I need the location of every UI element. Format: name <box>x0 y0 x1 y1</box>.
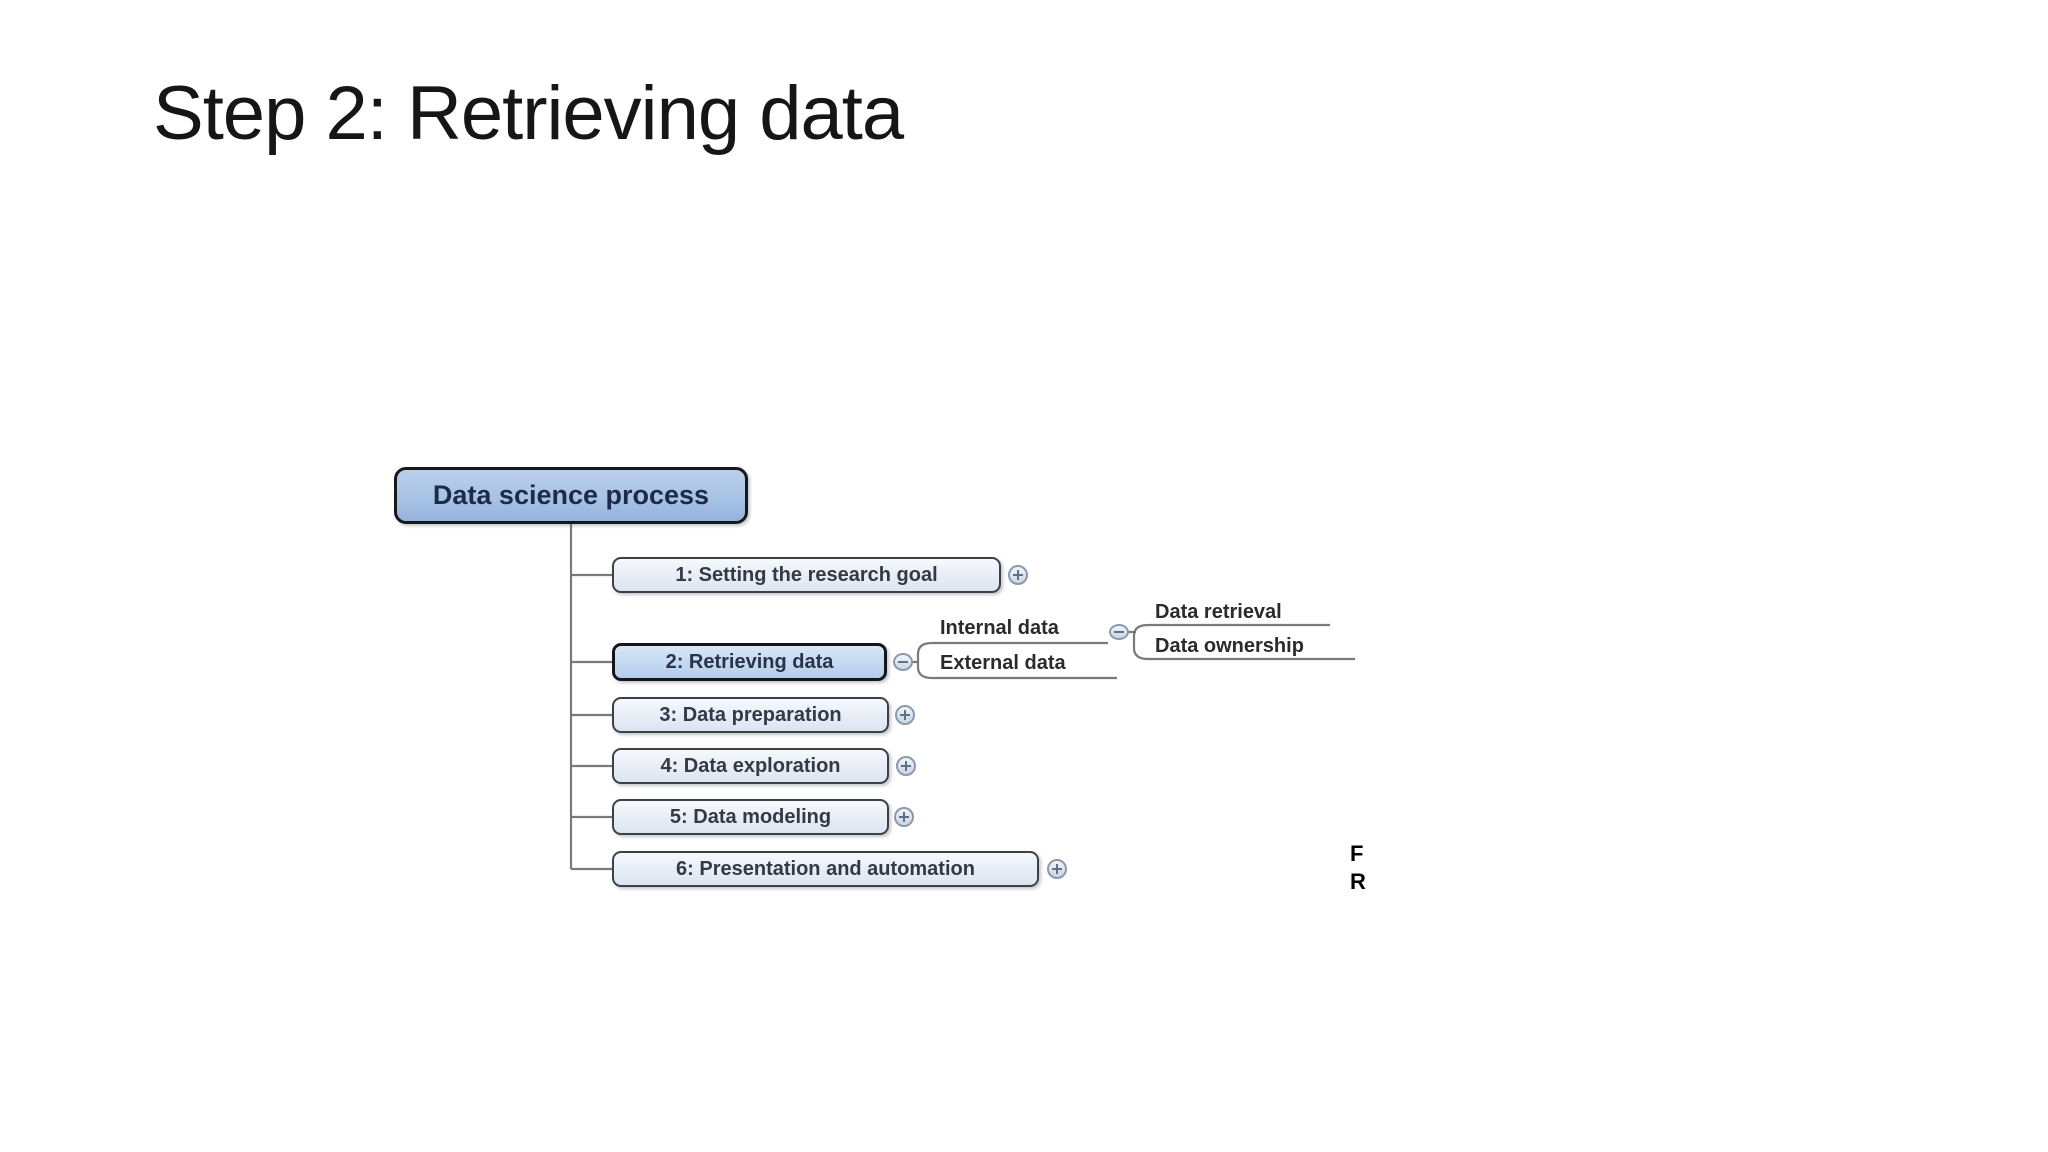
node-step-5-data-modeling: 5: Data modeling <box>612 799 889 835</box>
node-label: 1: Setting the research goal <box>675 563 938 586</box>
plus-circle-icon[interactable] <box>895 705 915 725</box>
plus-circle-icon[interactable] <box>1008 565 1028 585</box>
node-data-retrieval: Data retrieval <box>1155 601 1282 623</box>
node-external-data: External data <box>940 652 1066 674</box>
plus-circle-icon[interactable] <box>896 756 916 776</box>
minus-circle-icon[interactable] <box>1109 624 1129 640</box>
node-label: 5: Data modeling <box>669 805 832 828</box>
node-step-3-data-preparation: 3: Data preparation <box>612 697 889 733</box>
plus-circle-icon[interactable] <box>894 807 914 827</box>
node-step-2-retrieving-data: 2: Retrieving data <box>612 643 887 681</box>
node-step-4-data-exploration: 4: Data exploration <box>612 748 889 784</box>
node-label: Data science process <box>432 480 710 510</box>
node-step-1-setting-the-research-goal: 1: Setting the research goal <box>612 557 1001 593</box>
node-label: 2: Retrieving data <box>665 650 834 673</box>
node-internal-data: Internal data <box>940 617 1059 639</box>
node-step-6-presentation-and-automation: 6: Presentation and automation <box>612 851 1039 887</box>
node-label: 6: Presentation and automation <box>676 857 975 880</box>
branch-lines <box>571 573 613 871</box>
cropped-caption-letter-r: R <box>1350 869 1366 894</box>
node-data-science-process: Data science process <box>394 467 748 524</box>
plus-circle-icon[interactable] <box>1047 859 1067 879</box>
slide-title: Step 2: Retrieving data <box>153 71 904 156</box>
cropped-caption-letter-f: F <box>1350 841 1364 866</box>
node-label: 4: Data exploration <box>660 754 841 777</box>
node-data-ownership: Data ownership <box>1155 635 1304 657</box>
node-label: 3: Data preparation <box>659 703 842 726</box>
minus-circle-icon[interactable] <box>893 653 913 671</box>
